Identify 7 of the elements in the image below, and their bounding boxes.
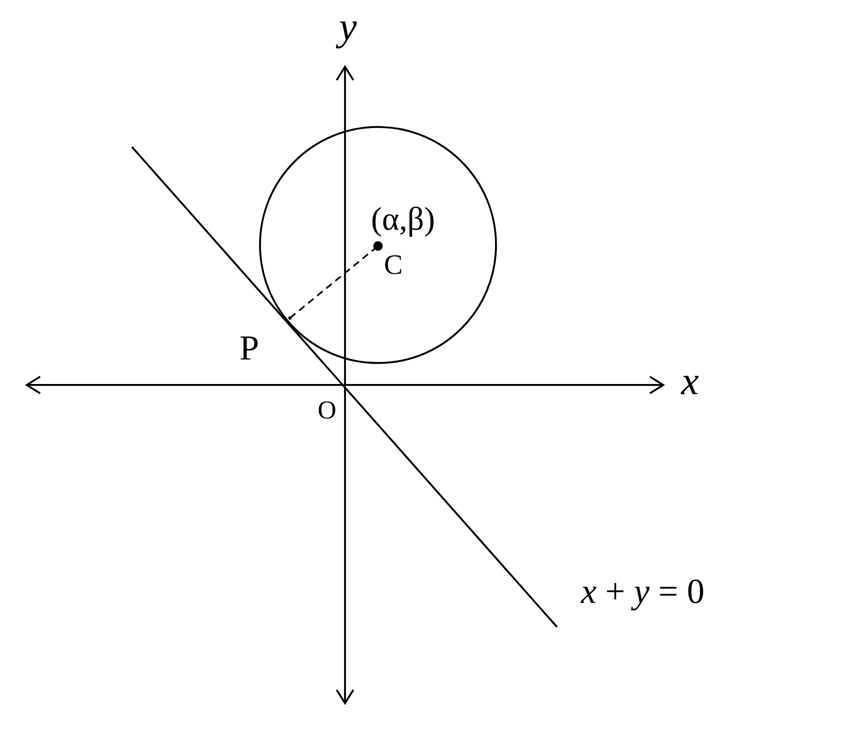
point-label: P xyxy=(240,336,258,360)
axis-label: x xyxy=(680,376,699,394)
equation-label: x + y = 0 xyxy=(580,580,704,610)
point-label: C xyxy=(385,255,402,274)
coordinate-label: (α,β) xyxy=(372,206,434,237)
origin-label: O xyxy=(318,401,336,419)
axis-label: y xyxy=(336,22,357,48)
